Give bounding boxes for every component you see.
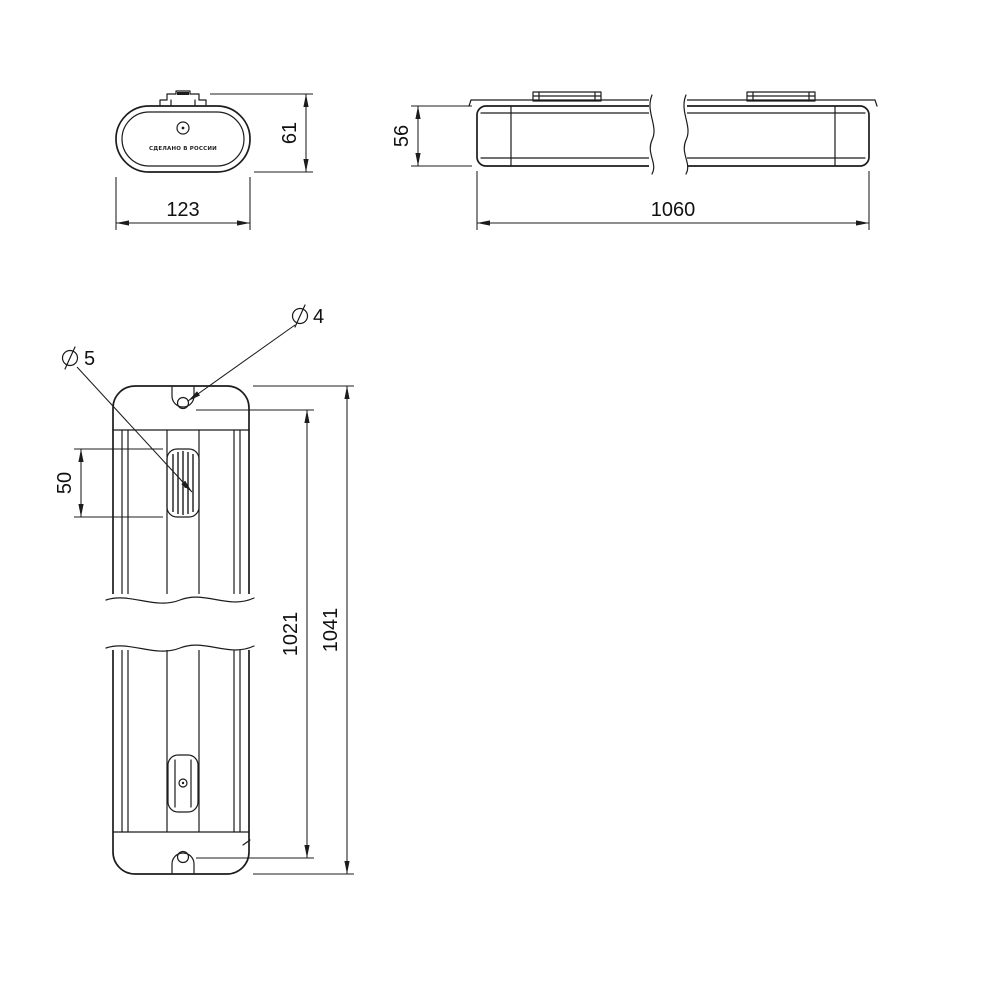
arrowhead [304,845,310,858]
dim-label: 1021 [280,612,302,657]
ceiling-clip-right [746,91,816,102]
hole-diameter-label: 4 [313,306,324,328]
break-line [105,596,255,604]
dim-label: 50 [54,472,76,494]
arrowhead [304,410,310,423]
dim-length-1060: 1060 [476,171,870,230]
ceiling-clip-left [532,91,602,102]
screw-hole [176,121,190,135]
arrowhead [477,220,490,226]
arrowhead [415,153,421,166]
callout-hole-4: 4 [187,304,324,402]
arrowhead [344,386,350,399]
arrowhead [237,220,250,226]
side-view [468,91,878,176]
dim-width-123: 123 [115,177,251,230]
made-in-label: СДЕЛАНО В РОССИИ [149,146,217,152]
arrowhead [303,159,309,172]
arrowhead [78,504,84,517]
arrowhead [181,480,192,492]
keyhole-top-hole [176,396,190,410]
dim-label: 1041 [320,608,342,653]
dim-label: 56 [391,125,413,147]
arrowhead [188,391,200,401]
arrowhead [856,220,869,226]
break-mask [106,594,254,650]
mounting-clip [159,90,207,107]
arrowhead [116,220,129,226]
break-line [105,644,255,652]
plan-view [105,385,255,875]
arrowhead [78,449,84,462]
keyhole-bottom-hole [176,850,190,864]
arrowhead [415,106,421,119]
dim-height-56: 56 [391,105,472,167]
hole-diameter-label: 5 [84,348,95,370]
dim-label: 123 [166,199,199,221]
break-line [683,94,689,175]
dim-mounting-1021: 1021 [196,409,314,859]
keyhole-bottom [171,852,195,874]
dim-label: 1060 [651,199,696,221]
edge-tick [242,839,251,846]
screw-hole-center [181,126,185,130]
end-view: СДЕЛАНО В РОССИИ [115,90,251,173]
arrowhead [344,861,350,874]
dim-height-61: 61 [210,93,313,173]
callout-hole-5: 5 [61,346,193,493]
dim-slot-50: 50 [54,448,163,518]
arrowhead [303,94,309,107]
housing-inner-line [121,111,245,167]
lower-slot [167,754,199,813]
break-line [649,94,655,175]
diameter-icon [291,304,309,328]
dimensions: 61 123 56 1060 [54,93,870,875]
clip-spring [177,92,189,95]
dim-overall-1041: 1041 [253,385,354,875]
dim-label: 61 [279,122,301,144]
break-mask [649,92,687,176]
diameter-icon [61,346,79,370]
housing-outline [115,105,251,173]
